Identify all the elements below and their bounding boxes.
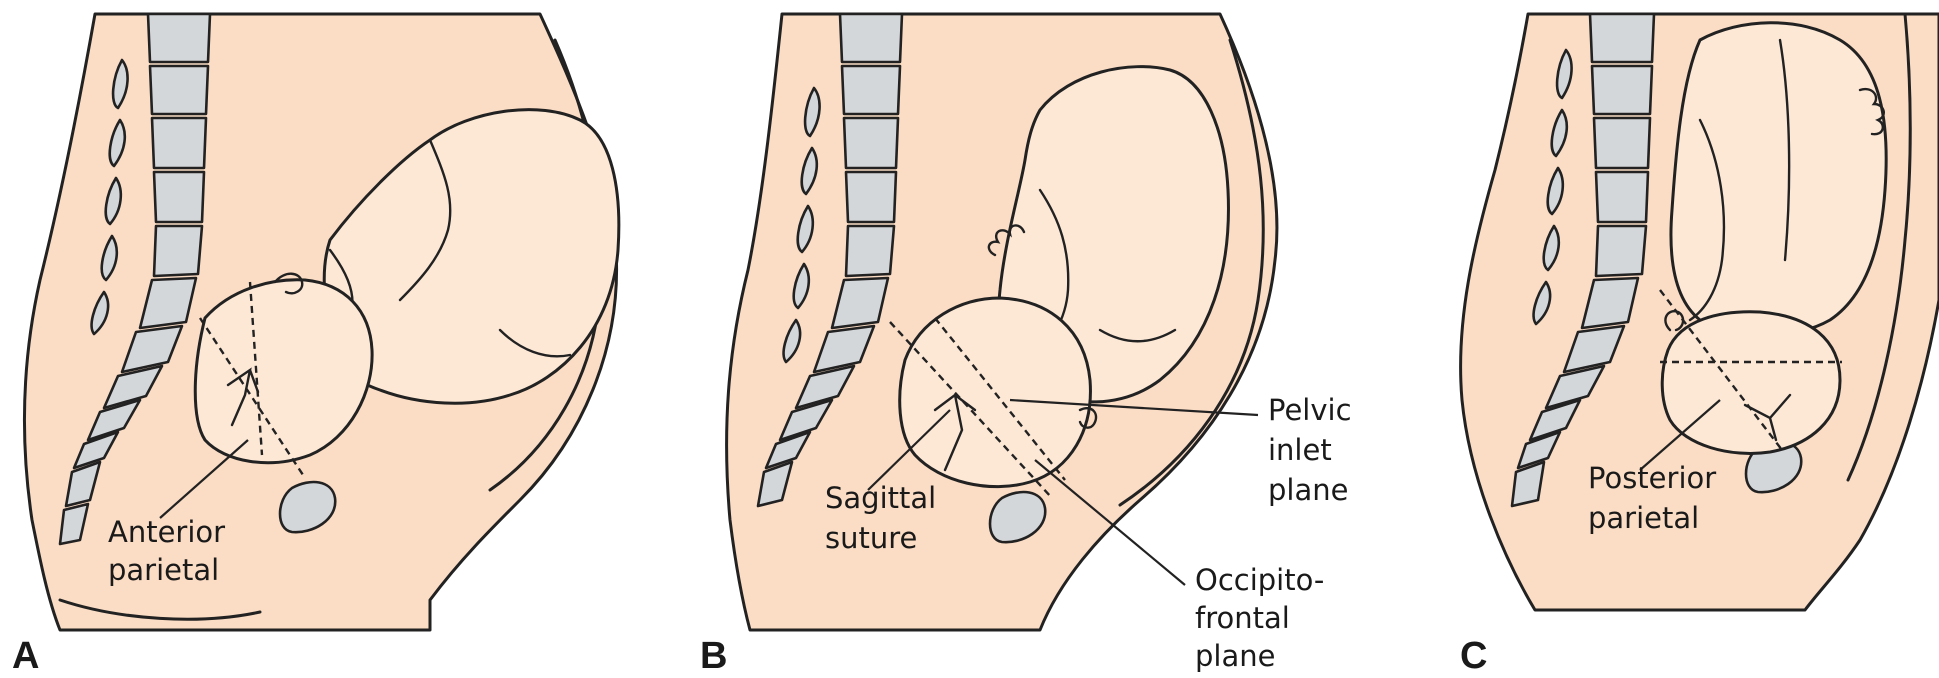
panel-b: Sagittal suture Pelvic inlet plane Occip… (700, 14, 1352, 677)
fetal-head-c (1662, 312, 1840, 454)
label-anterior-parietal-2: parietal (108, 553, 219, 587)
label-pelvic-inlet-1: Pelvic (1268, 393, 1352, 427)
label-occipitofrontal-2: frontal (1195, 601, 1290, 635)
label-pelvic-inlet-3: plane (1268, 473, 1348, 507)
panel-letter-c: C (1460, 635, 1487, 677)
label-anterior-parietal-1: Anterior (108, 515, 225, 549)
label-posterior-parietal-2: parietal (1588, 501, 1699, 535)
panel-a: Anterior parietal A (12, 14, 619, 677)
label-occipitofrontal-1: Occipito- (1195, 563, 1324, 597)
fetus-body-c (1671, 23, 1886, 335)
panel-c: Posterior parietal C (1460, 14, 1939, 677)
panel-letter-a: A (12, 635, 39, 677)
label-posterior-parietal-1: Posterior (1588, 461, 1716, 495)
label-pelvic-inlet-2: inlet (1268, 433, 1332, 467)
label-sagittal-suture-1: Sagittal (825, 481, 936, 515)
label-sagittal-suture-2: suture (825, 521, 917, 555)
label-occipitofrontal-3: plane (1195, 639, 1275, 673)
fetal-head-b (900, 298, 1091, 487)
panel-letter-b: B (700, 635, 727, 677)
